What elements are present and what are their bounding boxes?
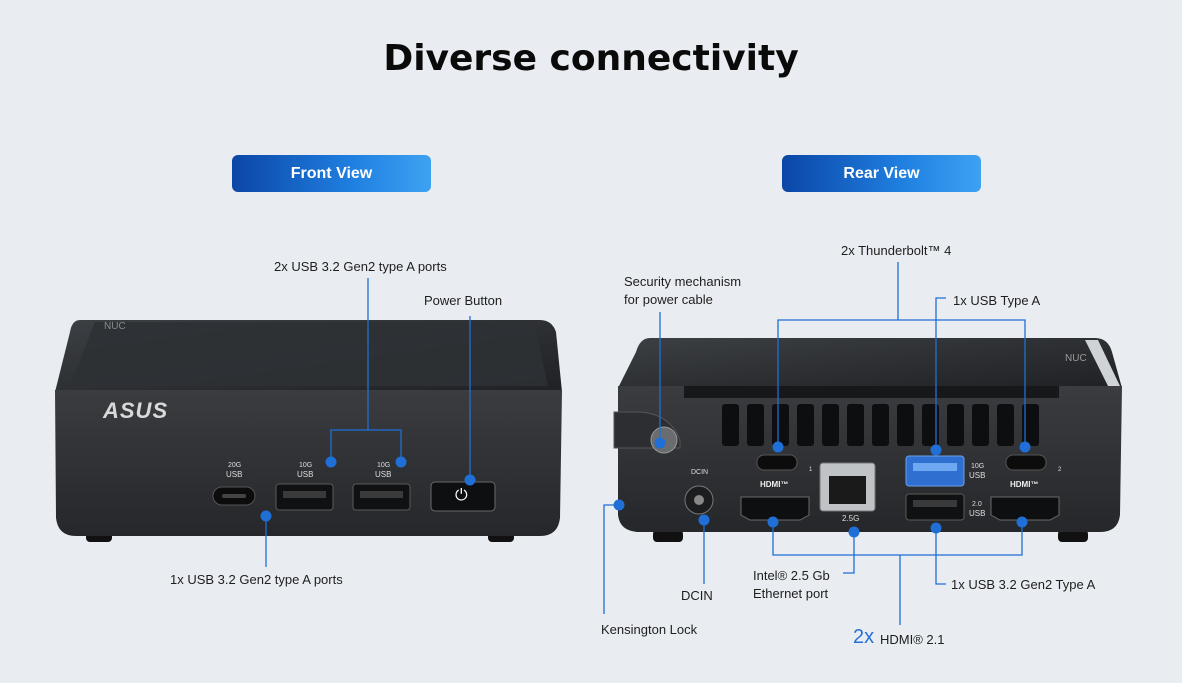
callout-security-line2: for power cable — [624, 292, 713, 307]
rear-hdmi-text-1: HDMI™ — [760, 480, 789, 489]
callout-dcin: DCIN — [681, 588, 713, 603]
thunderbolt-1-number: 1 — [809, 467, 813, 473]
power-icon: ⏻ — [455, 487, 468, 504]
callout-dot-usb1 — [325, 456, 337, 468]
rear-dcin-text: DCIN — [691, 469, 709, 476]
callout-usb-type-a: 1x USB Type A — [953, 293, 1041, 308]
callout-security-line1: Security mechanism — [624, 274, 742, 289]
rear-usb20-line2: USB — [969, 509, 986, 518]
rear-usb20-line1: 2.0 — [972, 501, 982, 508]
rear-hdmi-text-2: HDMI™ — [1010, 480, 1039, 489]
callout-dot-usbc — [260, 510, 272, 522]
front-port2-label1: 10G — [299, 462, 313, 469]
rear-top-surface — [618, 338, 1122, 388]
rear-usb10-line2: USB — [969, 471, 986, 480]
tab-front-view[interactable]: Front View — [232, 155, 431, 192]
rear-usb10-line1: 10G — [971, 463, 985, 470]
thunderbolt-port-1 — [756, 454, 798, 471]
callout-thunderbolt: 2x Thunderbolt™ 4 — [841, 243, 952, 258]
rear-face — [618, 386, 1122, 532]
front-brand-logo: ASUS — [103, 398, 169, 423]
hdmi-port-2 — [990, 496, 1060, 521]
rear-top-logo: NUC — [1065, 353, 1087, 364]
front-port1-label1: 20G — [228, 462, 242, 469]
power-button — [430, 481, 496, 512]
hdmi-port-1 — [740, 496, 810, 521]
callout-dot-usb2 — [395, 456, 407, 468]
callout-hdmi-count: 2x — [853, 626, 875, 648]
callout-kensington: Kensington Lock — [601, 622, 698, 637]
front-top-logo: NUC — [104, 321, 126, 332]
callout-hdmi-label: HDMI® 2.1 — [880, 632, 945, 647]
rear-vents — [722, 404, 1039, 446]
tab-rear-view[interactable]: Rear View — [782, 155, 981, 192]
front-port1-label2: USB — [226, 470, 243, 479]
thunderbolt-2-number: 2 — [1058, 467, 1062, 473]
callout-dot-power — [464, 474, 476, 486]
rear-eth-text: 2.5G — [842, 514, 860, 523]
thunderbolt-port-2 — [1005, 454, 1047, 471]
callout-ethernet-line1: Intel® 2.5 Gb — [753, 568, 830, 583]
callout-power-button: Power Button — [424, 293, 503, 308]
callout-ethernet-line2: Ethernet port — [753, 586, 829, 601]
callout-usb-gen2: 1x USB 3.2 Gen2 Type A — [951, 577, 1096, 592]
front-port2-label2: USB — [297, 470, 314, 479]
front-port3-label2: USB — [375, 470, 392, 479]
front-port3-label1: 10G — [377, 462, 391, 469]
page-title: Diverse connectivity — [383, 38, 799, 79]
callout-front-usb-bottom: 1x USB 3.2 Gen2 type A ports — [170, 572, 343, 587]
callout-front-usb-ports: 2x USB 3.2 Gen2 type A ports — [274, 259, 447, 274]
